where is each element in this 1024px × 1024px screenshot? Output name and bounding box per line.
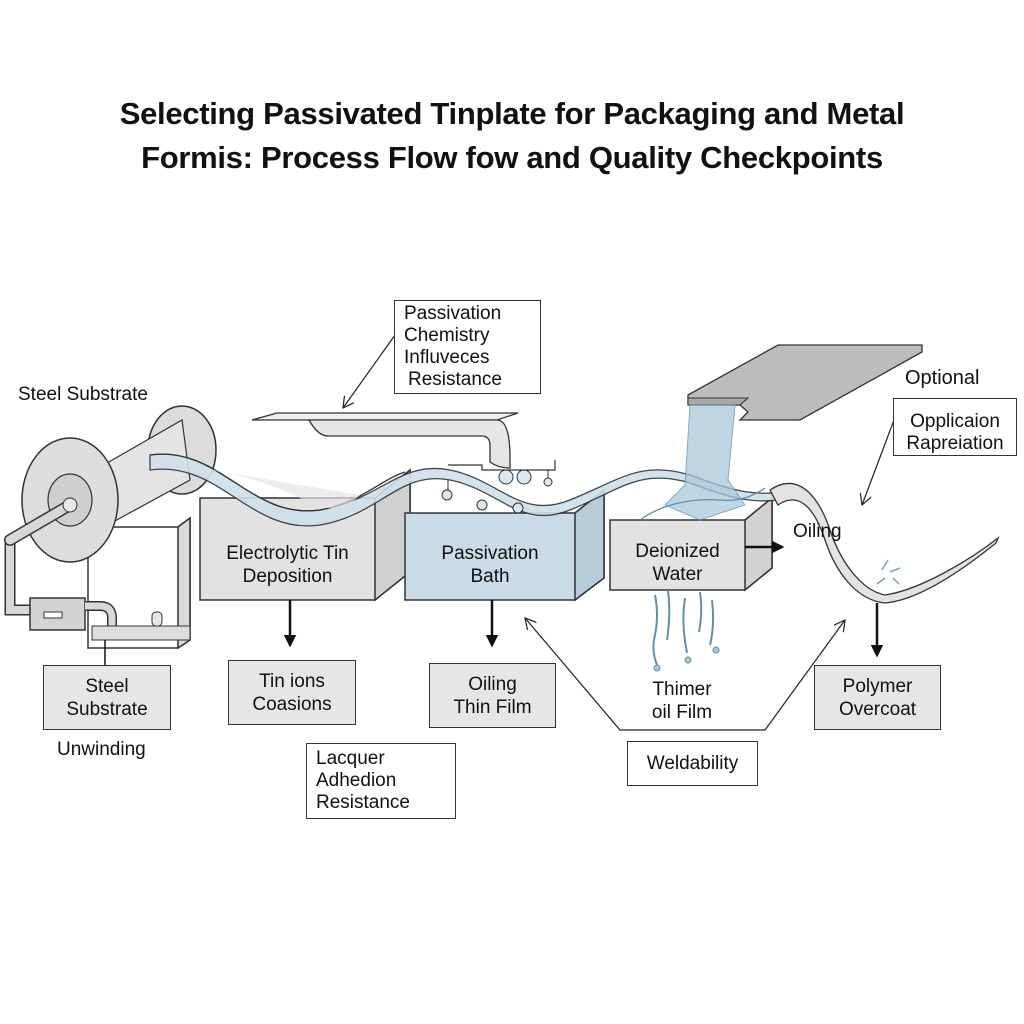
callout-lines [343,334,895,731]
title-line-2: Formis: Process Flow fow and Quality Che… [141,140,883,175]
callout-passivation-chemistry: Passivation Chemistry Influveces Resista… [394,300,541,394]
chemistry-feed-trough [251,412,556,487]
callout-line: Influveces [404,347,490,368]
box-line: Oiling [468,673,517,695]
stage-label-line: Deposition [242,566,333,587]
label-optional: Optional [905,367,980,389]
box-line: Coasions [252,693,332,715]
stage-label-line: Electrolytic Tin [226,543,349,564]
unwinding-machine [4,405,217,650]
checkpoint-weldability: Weldability [627,741,758,786]
callout-line: Resistance [408,369,502,390]
checkpoint-line: oil Film [651,702,713,723]
water-curtain [639,404,766,672]
callout-line: Passivation [404,303,502,324]
stage-label-passivation-bath: Passivation Bath [405,542,575,588]
checkpoint-lacquer-adhesion: Lacquer Adhedion Resistance [306,743,456,819]
box-line: Overcoat [838,698,917,720]
callout-line: Rapreiation [906,433,1004,454]
box-line: Substrate [66,698,148,720]
output-box-polymer-overcoat: Polymer Overcoat [814,665,941,730]
stage-label-line: Bath [470,566,510,587]
flow-arrows [104,540,884,665]
stage-label-line: Water [652,564,703,585]
checkpoint-line: Lacquer [316,748,385,769]
checkpoint-line: Adhedion [316,770,397,791]
title-line-1: Selecting Passivated Tinplate for Packag… [119,96,905,131]
bath-droplets [441,480,524,514]
box-line: Polymer [842,675,913,697]
checkpoint-line: Weldability [646,753,739,774]
callout-opplication: Opplicaion Rapreiation [893,398,1017,456]
stage-label-line: Oiling [793,521,842,542]
stage-label-line: Passivation [441,543,539,564]
stage-label-oiling: Oiling [793,520,842,543]
label-steel-substrate-top: Steel Substrate [18,384,148,405]
diagram-title: Selecting Passivated Tinplate for Packag… [0,92,1024,180]
callout-line: Chemistry [404,325,490,346]
output-box-tin-ions: Tin ions Coasions [228,660,356,725]
checkpoint-line: Thimer [652,679,712,700]
oiling-strip [769,483,1000,604]
label-unwinding: Unwinding [57,739,146,760]
box-line: Tin ions [259,670,325,692]
weldability-bracket [525,618,845,731]
callout-line: Opplicaion [910,411,1000,432]
stage-passivation-bath [404,488,605,602]
stage-label-deionized-water: Deionized Water [610,540,745,586]
stage-label-line: Deionized [635,541,720,562]
stage-deionized-water [609,496,773,592]
output-box-oiling-thin-film: Oiling Thin Film [429,663,556,728]
stage-label-electrolytic: Electrolytic Tin Deposition [200,542,375,588]
box-line: Steel [85,675,129,697]
label-thimer-oil-film: Thimer oil Film [632,678,732,724]
checkpoint-line: Resistance [316,792,410,813]
box-line: Thin Film [453,696,532,718]
output-box-steel-substrate: Steel Substrate [43,665,171,730]
